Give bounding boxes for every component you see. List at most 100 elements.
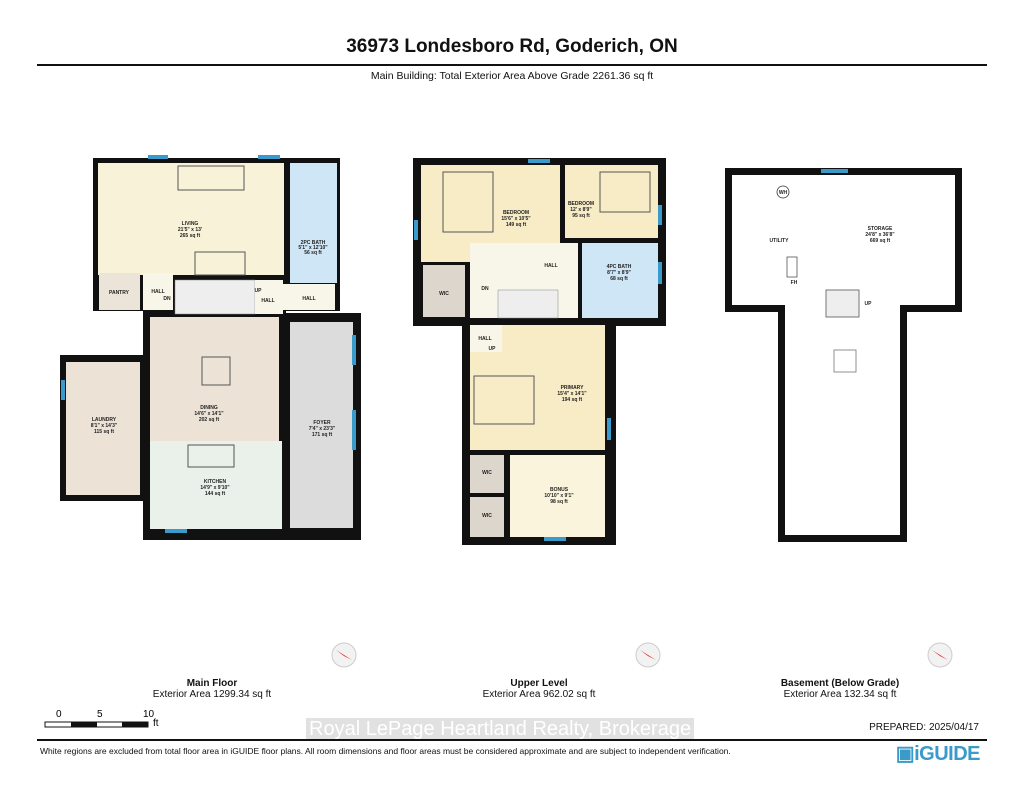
room-storage <box>732 175 955 535</box>
stairs <box>825 289 860 318</box>
room-label: DINING <box>200 405 218 411</box>
room-label: 8'1" x 14'3" <box>91 423 118 429</box>
room-label: FH <box>791 280 798 286</box>
room-label: UP <box>865 301 873 307</box>
window <box>658 205 662 225</box>
room-label: HALL <box>261 298 274 304</box>
room-label: FOYER <box>313 420 331 426</box>
window <box>352 335 356 365</box>
room-label: 56 sq ft <box>304 250 322 256</box>
bed <box>442 171 494 233</box>
room-label: HALL <box>151 289 164 295</box>
room-label: 10'10" x 9'1" <box>544 493 574 499</box>
page-subtitle: Main Building: Total Exterior Area Above… <box>370 70 654 82</box>
sofa <box>177 165 245 191</box>
page-title: 36973 Londesboro Rd, Goderich, ON <box>346 36 678 57</box>
room-label: WIC <box>482 470 492 476</box>
room-label: 24'8" x 36'8" <box>865 232 895 238</box>
room-label: BONUS <box>550 487 569 493</box>
window <box>352 410 356 450</box>
room-label: HALL <box>544 263 557 269</box>
room-2pc-bath <box>290 163 337 283</box>
room-hall <box>470 325 502 352</box>
room-label: 149 sq ft <box>506 222 527 228</box>
room-label: 265 sq ft <box>180 233 201 239</box>
basement-plan: WH FH UP STORAGE 24'8" x 36'8" 669 sq ft… <box>725 168 962 542</box>
dining-table <box>201 356 231 386</box>
room-label: 14'9" x 9'10" <box>200 485 230 491</box>
room-label: WH <box>779 190 788 196</box>
room-hall <box>255 280 283 314</box>
window <box>61 380 65 400</box>
window <box>607 418 611 440</box>
room-label: STORAGE <box>868 226 893 232</box>
watermark: Royal LePage Heartland Realty, Brokerage <box>306 718 695 741</box>
window <box>414 220 418 240</box>
room-label: WIC <box>482 513 492 519</box>
room-label: 15'4" x 14'1" <box>557 391 587 397</box>
water-heater-icon <box>776 185 790 199</box>
window <box>528 159 550 163</box>
kitchen-island <box>187 444 235 468</box>
bed <box>599 171 651 213</box>
upper-level-plan: BEDROOM 15'6" x 10'5" 149 sq ft BEDROOM … <box>413 158 666 545</box>
room-wic <box>423 265 465 317</box>
room-label: 202 sq ft <box>199 417 220 423</box>
room-label: LIVING <box>182 221 199 227</box>
room-wic <box>470 455 504 493</box>
room-label: 4PC BATH <box>607 264 632 270</box>
room-label: 14'6" x 14'1" <box>194 411 224 417</box>
bed <box>473 375 535 425</box>
room-label: 68 sq ft <box>610 276 628 282</box>
room-label: BEDROOM <box>568 201 594 207</box>
room-label: 98 sq ft <box>550 499 568 505</box>
room-label: KITCHEN <box>204 479 227 485</box>
room-label: LAUNDRY <box>92 417 117 423</box>
room-dining <box>150 317 279 441</box>
logo-text: iGUIDE <box>914 743 980 765</box>
room-label: HALL <box>478 336 491 342</box>
room-label: WIC <box>439 291 449 297</box>
stairs <box>497 289 559 319</box>
room-label: 15'6" x 10'5" <box>501 216 531 222</box>
room-label: 95 sq ft <box>572 213 590 219</box>
fixture <box>833 349 857 373</box>
compass-icon <box>635 642 661 668</box>
room-label: PRIMARY <box>561 385 585 391</box>
scale-bar <box>44 721 149 728</box>
room-label: 21'5" x 13' <box>178 227 202 233</box>
main-floor-plan: LIVING 21'5" x 13' 265 sq ft 2PC BATH 5'… <box>60 155 361 540</box>
scale-unit: ft <box>153 718 159 729</box>
room-label: 144 sq ft <box>205 491 226 497</box>
scale-tick-0: 0 <box>56 709 62 720</box>
room-label: BEDROOM <box>503 210 529 216</box>
room-label: UTILITY <box>770 238 790 244</box>
room-label: 5'1" x 12'10" <box>298 245 328 251</box>
room-laundry <box>66 362 140 495</box>
room-bonus <box>510 455 605 537</box>
room-label: 194 sq ft <box>562 397 583 403</box>
window <box>544 537 566 541</box>
window <box>165 529 187 533</box>
basement-label: Basement (Below Grade)Exterior Area 132.… <box>780 678 900 700</box>
room-label: DN <box>481 286 489 292</box>
room-hall <box>283 284 335 310</box>
room-label: HALL <box>302 296 315 302</box>
room-bedroom <box>565 165 658 238</box>
room-label: 7'4" x 23'3" <box>309 426 336 432</box>
compass-icon <box>331 642 357 668</box>
room-label: 115 sq ft <box>94 429 114 435</box>
iguide-logo: ▣iGUIDE <box>895 741 981 766</box>
footer-divider <box>37 739 987 741</box>
room-label: 12' x 8'9" <box>570 207 592 213</box>
window <box>258 155 280 159</box>
room-living <box>98 163 284 275</box>
room-label: 171 sq ft <box>312 432 333 438</box>
room-label: 2PC BATH <box>301 240 326 246</box>
room-label: UP <box>255 288 263 294</box>
iguide-logo-icon: ▣ <box>895 743 915 765</box>
